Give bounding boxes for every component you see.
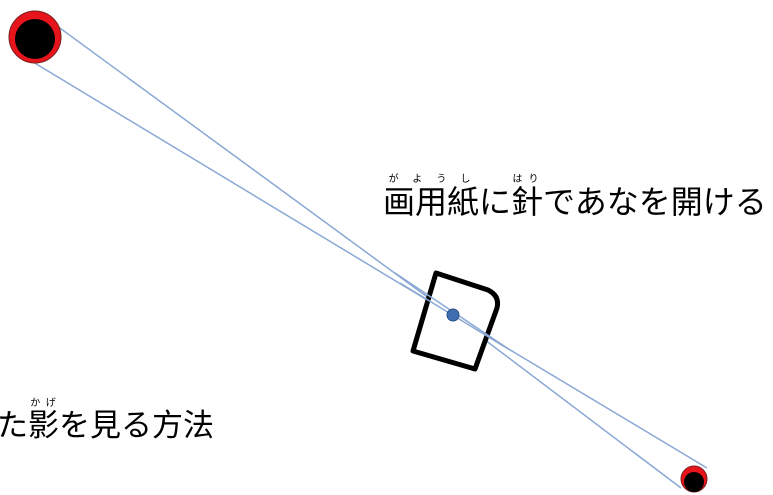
caption-text-ni: に <box>479 183 512 221</box>
ray-bottom-lower <box>451 314 682 489</box>
ruby-hari: 針はり <box>511 174 544 221</box>
projected-sun-icon <box>680 465 708 493</box>
sun-icon-large <box>8 10 62 64</box>
caption-pierce-paper: 画用紙がようしに針はりであなを開ける <box>383 174 767 218</box>
caption-text-anawoakeru: であなを開ける <box>543 183 767 221</box>
ruby-gayoushi: 画用紙がようし <box>383 174 480 221</box>
ray-top-upper <box>37 11 453 316</box>
caption-shadow-method: た影かげを見る方法 <box>0 398 214 442</box>
ruby-kage: 影かげ <box>28 398 59 444</box>
ray-top-lower <box>32 61 453 316</box>
pinhole-dot <box>446 308 460 322</box>
caption-text-ta: た <box>0 408 28 444</box>
caption-text-method: を見る方法 <box>59 408 214 444</box>
